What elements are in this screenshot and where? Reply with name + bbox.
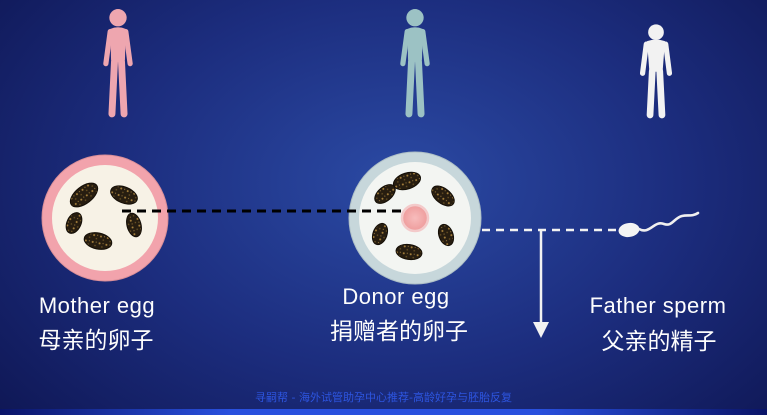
father-figure-icon xyxy=(639,24,673,119)
donor-egg-label-en: Donor egg xyxy=(342,284,450,309)
mother-egg-label-en: Mother egg xyxy=(38,293,156,318)
donor-egg-illustration xyxy=(348,151,482,285)
fertilization-arrow-head xyxy=(533,322,549,338)
female-silhouette xyxy=(103,9,133,118)
father-sperm-label-zh: 父亲的精子 xyxy=(601,329,717,355)
sperm-icon xyxy=(618,211,700,238)
sperm-cell xyxy=(618,211,700,238)
bottom-bar xyxy=(0,409,767,415)
mother-egg-illustration xyxy=(41,154,169,282)
father-sperm-label-en: Father sperm xyxy=(589,293,727,318)
egg-nucleus xyxy=(400,203,430,233)
donor-egg-label-zh: 捐赠者的卵子 xyxy=(330,319,468,345)
male-silhouette xyxy=(639,24,673,119)
mother-figure-icon xyxy=(103,9,133,118)
female-silhouette xyxy=(400,9,430,118)
watermark-text: 寻嗣帮 - 海外试管助孕中心推荐-高龄好孕与胚胎反复 xyxy=(255,391,512,404)
chromatin-blobs xyxy=(371,171,455,261)
donor-figure-icon xyxy=(400,9,430,118)
mother-egg-label-zh: 母亲的卵子 xyxy=(38,328,154,354)
chromatin-blobs xyxy=(65,182,142,250)
